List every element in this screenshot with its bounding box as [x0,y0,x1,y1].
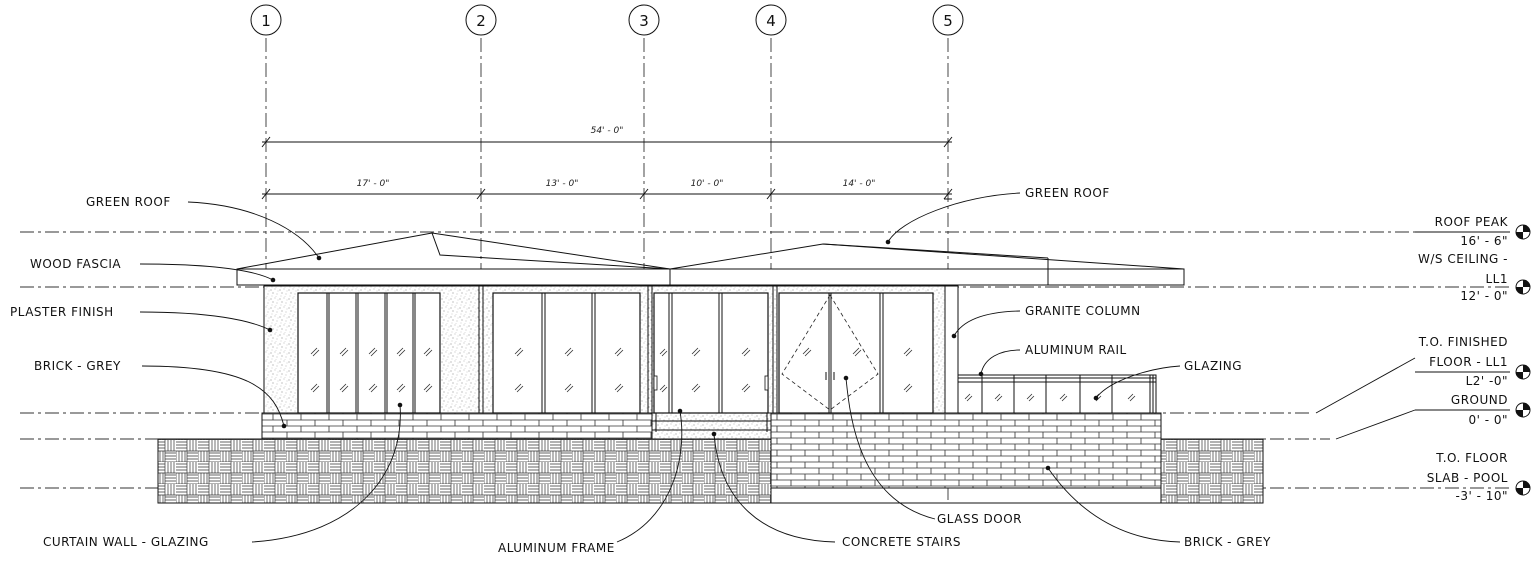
dimension-segment-1: 17' - 0" [357,179,390,189]
grid-bubble-5 [932,4,964,36]
label-green-roof-right: GREEN ROOF [1025,186,1110,200]
grid-bubble-1-label: 1 [261,12,271,30]
level-marker-icon [1515,402,1531,418]
level-ground-elev: 0' - 0" [1468,413,1508,427]
glazing-marks [310,347,913,393]
level-ws-ceiling-name-2: LL1 [1485,272,1508,286]
level-pool-slab-elev: -3' - 10" [1455,489,1508,503]
level-marker-icon [1515,224,1531,240]
level-marker-icon [1515,279,1531,295]
label-curtain-wall: CURTAIN WALL - GLAZING [43,535,209,549]
roof [236,232,1185,286]
label-glass-door: GLASS DOOR [937,512,1022,526]
label-brick-grey-right: BRICK - GREY [1184,535,1271,549]
level-finished-floor-name-1: T.O. FINISHED [1418,335,1508,349]
label-green-roof-left: GREEN ROOF [86,195,171,209]
dimension-strings: 54' - 0" 17' - 0" 13' - 0" 10' - 0" 14' … [261,126,953,200]
level-tags: ROOF PEAK 16' - 6" W/S CEILING - LL1 12'… [1415,215,1531,503]
wood-fascia [236,268,1185,286]
dimension-segment-3: 10' - 0" [691,179,724,189]
label-brick-grey-left: BRICK - GREY [34,359,121,373]
level-finished-floor-name-2: FLOOR - LL1 [1429,355,1508,369]
level-pool-slab-name-2: SLAB - POOL [1427,471,1508,485]
curtain-wall-1 [297,292,441,414]
label-concrete-stairs: CONCRETE STAIRS [842,535,961,549]
concrete-stairs [651,412,772,440]
level-ws-ceiling-elev: 12' - 0" [1460,289,1508,303]
grid-bubbles: 1 2 3 4 5 [250,4,964,36]
grid-bubble-3 [628,4,660,36]
grid-bubble-5-label: 5 [943,12,953,30]
label-aluminum-rail: ALUMINUM RAIL [1025,343,1127,357]
grid-bubble-2-label: 2 [476,12,486,30]
level-pool-slab-name-1: T.O. FLOOR [1435,451,1508,465]
brick-band-left [261,412,653,440]
dimension-segment-2: 13' - 0" [546,179,579,189]
callout-labels: GREEN ROOF WOOD FASCIA PLASTER FINISH BR… [10,186,1271,555]
dimension-segment-4: 14' - 0" [843,179,876,189]
grid-bubble-2 [465,4,497,36]
terrace-railing [957,374,1157,414]
level-marker-icon [1515,364,1531,380]
level-roof-peak-name: ROOF PEAK [1435,215,1509,229]
curtain-wall-3 [653,292,769,414]
label-glazing: GLAZING [1184,359,1242,373]
granite-column [944,285,959,414]
level-marker-icon [1515,480,1531,496]
level-roof-peak-elev: 16' - 6" [1460,234,1508,248]
grid-bubble-3-label: 3 [639,12,649,30]
leaders [139,192,1416,543]
level-ws-ceiling-name-1: W/S CEILING - [1418,252,1508,266]
grid-bubble-1 [250,4,282,36]
grid-bubble-4 [755,4,787,36]
label-plaster-finish: PLASTER FINISH [10,305,114,319]
label-aluminum-frame: ALUMINUM FRAME [498,541,615,555]
label-wood-fascia: WOOD FASCIA [30,257,121,271]
overall-dimension: 54' - 0" [591,126,624,136]
level-finished-floor-elev: L2' -0" [1466,374,1508,388]
curtain-wall-4-glass-door [778,292,934,414]
brick-wall-right [770,412,1162,489]
paver-plinth-right [1160,438,1264,504]
grid-bubble-4-label: 4 [766,12,776,30]
paver-plinth-left [157,438,772,504]
label-granite-column: GRANITE COLUMN [1025,304,1141,318]
level-ground-name: GROUND [1451,393,1508,407]
